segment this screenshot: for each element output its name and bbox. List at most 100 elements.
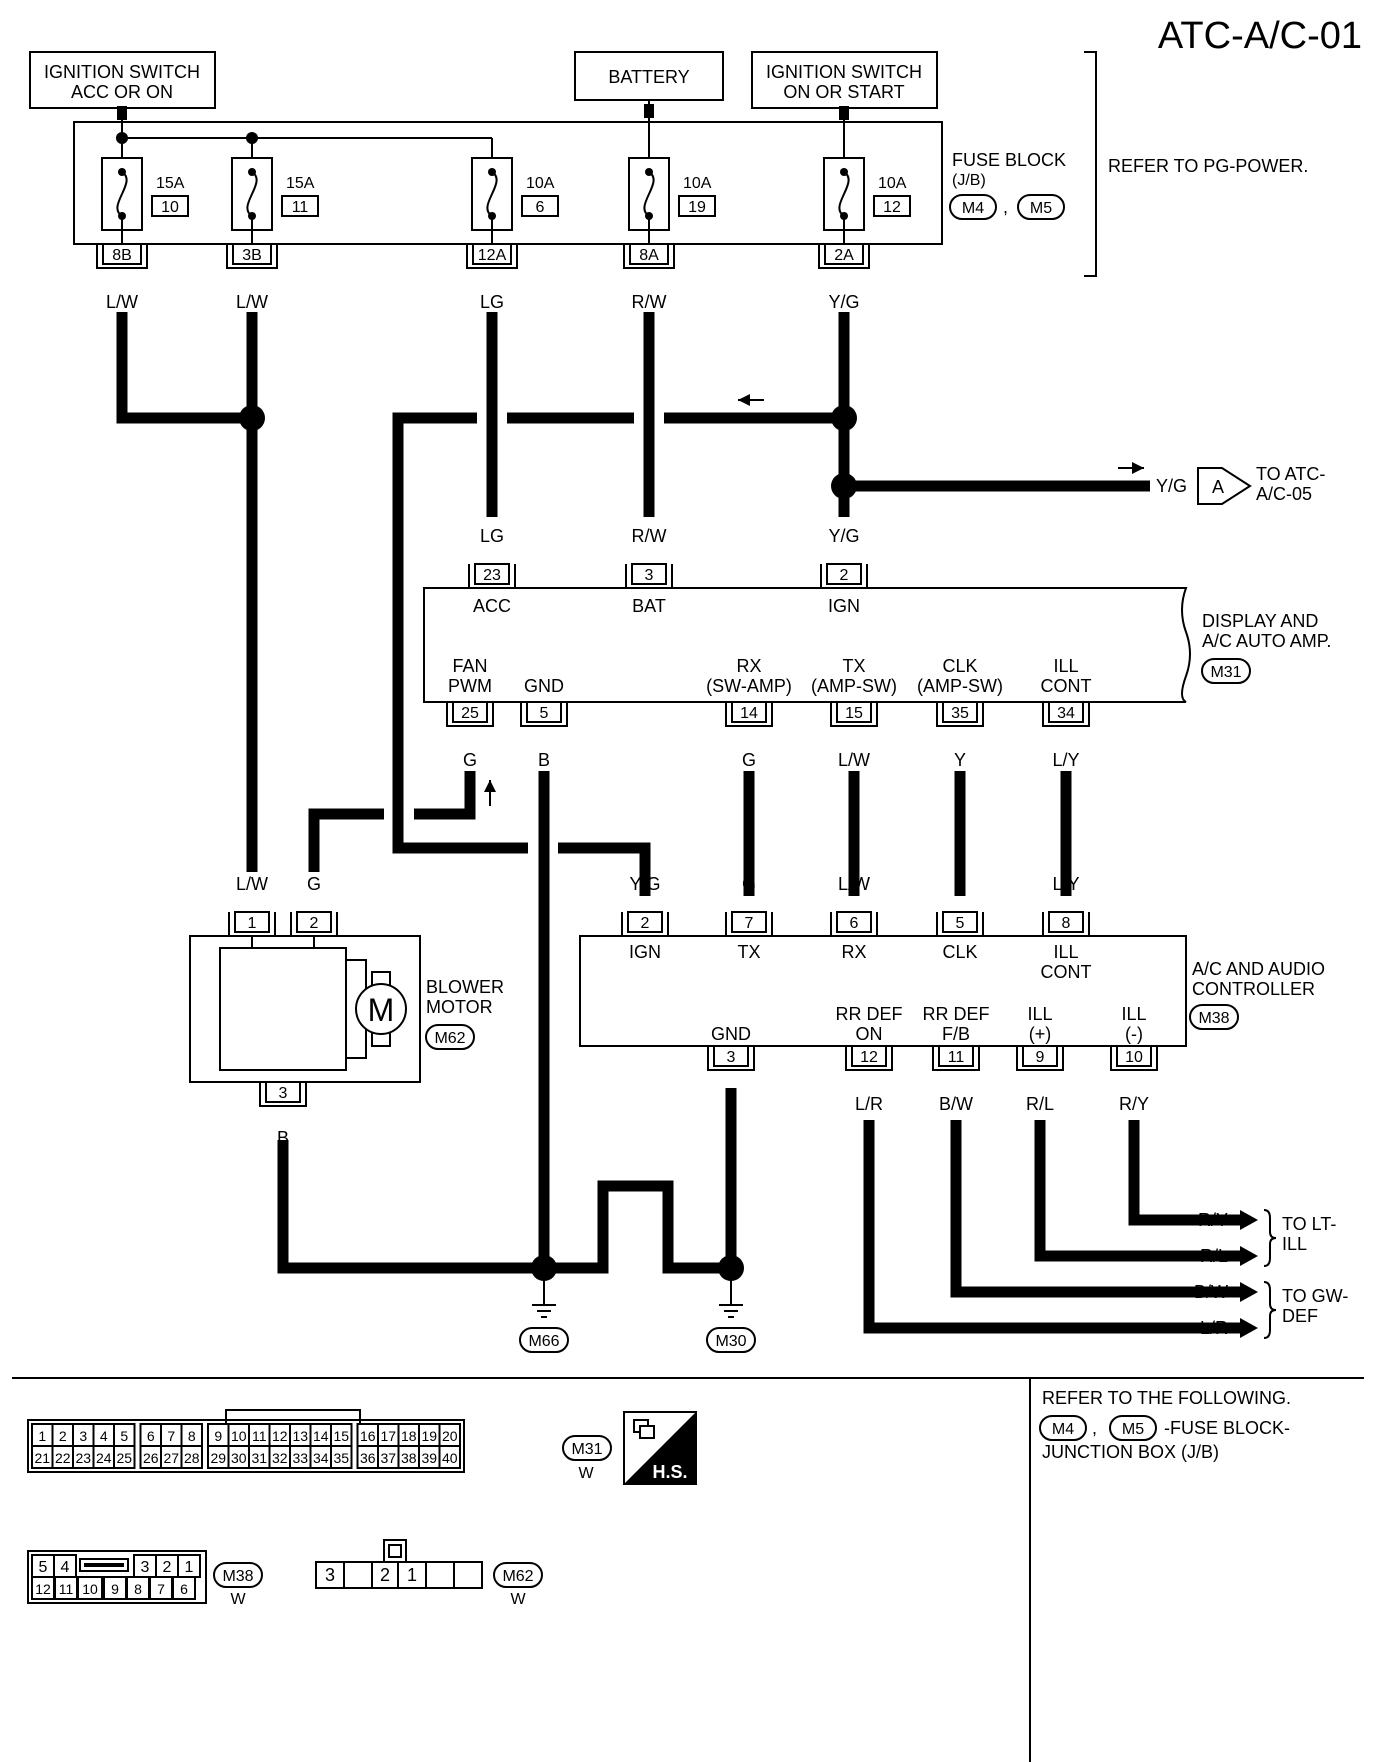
terminal-number: 14	[740, 705, 758, 722]
fuse-amp-label: 10A	[878, 175, 907, 192]
svg-text:IGNITION SWITCH: IGNITION SWITCH	[766, 62, 922, 82]
pin-number: 9	[111, 1581, 119, 1597]
svg-text:M4: M4	[962, 200, 984, 217]
wire-label: G	[742, 874, 756, 894]
wire-label: B/W	[939, 1094, 973, 1114]
terminal-ctrl-9: 9	[1016, 1045, 1064, 1071]
pin-number: 3	[141, 1559, 150, 1576]
svg-text:MOTOR: MOTOR	[426, 997, 493, 1017]
pin-name: ACC	[473, 596, 511, 616]
ground-m66: M66	[519, 1304, 569, 1353]
terminal-number: 15	[845, 705, 863, 722]
fuse-number: 12	[883, 199, 901, 216]
svg-text:M4: M4	[1052, 1421, 1074, 1438]
fuse-number: 11	[292, 199, 309, 216]
svg-text:TO ATC-: TO ATC-	[1256, 464, 1325, 484]
pin-number: 12	[272, 1428, 288, 1444]
output-connectors: R/Y R/L B/W L/R TO LT- ILL TO GW- DEF	[1194, 1209, 1348, 1339]
fuse-block-label: FUSE BLOCK (J/B) M4 , M5 REFER TO PG-POW…	[949, 51, 1308, 277]
wires	[116, 312, 1240, 1334]
ground-m30: M30	[706, 1304, 756, 1353]
svg-text:B: B	[277, 1206, 289, 1226]
wire-label: Y/G	[629, 874, 660, 894]
terminal-fb-8B: 8B	[96, 243, 148, 269]
svg-text:JUNCTION BOX (J/B): JUNCTION BOX (J/B)	[1042, 1442, 1219, 1462]
pin-number: 19	[421, 1428, 437, 1444]
terminal-number: 3	[279, 1085, 288, 1102]
svg-text:BATTERY: BATTERY	[608, 67, 689, 87]
svg-text:B: B	[725, 1206, 737, 1226]
svg-text:M31: M31	[571, 1441, 602, 1458]
ac-audio-controller: A/C AND AUDIO CONTROLLER M38	[579, 935, 1325, 1047]
pin-number: 32	[272, 1450, 288, 1466]
pin-name: ILL	[1121, 1004, 1146, 1024]
pin-number: 40	[442, 1450, 458, 1466]
pin-number: 29	[210, 1450, 226, 1466]
wire-label: LG	[480, 292, 504, 312]
terminal-amp-5: 5	[520, 701, 568, 727]
terminal-fb-3B: 3B	[226, 243, 278, 269]
pin-name: (SW-AMP)	[706, 676, 792, 696]
terminal-number: 8B	[112, 247, 132, 264]
terminal-number: 11	[948, 1049, 965, 1066]
pin-number: 10	[82, 1581, 98, 1597]
terminal-amp-3: 3	[625, 563, 673, 589]
svg-text:,: ,	[1092, 1418, 1097, 1438]
terminal-number: 3B	[242, 247, 262, 264]
svg-text:B: B	[662, 1206, 674, 1226]
svg-text:FUSE BLOCK: FUSE BLOCK	[952, 150, 1066, 170]
terminal-number: 3	[727, 1049, 736, 1066]
wire-label: G	[742, 750, 756, 770]
connector-m31-housing	[27, 1419, 465, 1473]
pin-name: IGN	[828, 596, 860, 616]
wire-label: R/W	[632, 292, 667, 312]
ground-wire-labels: B B B B B	[277, 1206, 737, 1226]
svg-text:Y/G: Y/G	[1156, 476, 1187, 496]
terminal-number: 10	[1125, 1049, 1143, 1066]
svg-text:B: B	[538, 1206, 550, 1226]
terminal-amp-25: 25	[446, 701, 494, 727]
svg-text:M31: M31	[1210, 664, 1241, 681]
pin-name: F/B	[942, 1024, 970, 1044]
pin-number: 1	[185, 1559, 194, 1576]
pin-name: CONT	[1041, 962, 1092, 982]
svg-text:A/C AUTO AMP.: A/C AUTO AMP.	[1202, 631, 1331, 651]
terminal-number: 23	[483, 567, 501, 584]
pin-number: 2	[380, 1565, 390, 1585]
terminal-number: 6	[850, 915, 859, 932]
pin-name: TX	[737, 942, 760, 962]
terminal-number: 8A	[639, 247, 659, 264]
pin-name: ON	[856, 1024, 883, 1044]
connector-m38-label: M38 W	[213, 1562, 263, 1608]
pin-number: 6	[147, 1428, 155, 1444]
wire-label: R/Y	[1119, 1094, 1149, 1114]
wire-label: Y/G	[828, 526, 859, 546]
svg-text:-FUSE BLOCK-: -FUSE BLOCK-	[1164, 1418, 1290, 1438]
svg-text:TO GW-: TO GW-	[1282, 1286, 1348, 1306]
pin-cell	[113, 1445, 136, 1469]
pin-number: 2	[59, 1428, 67, 1444]
svg-text:ILL: ILL	[1282, 1234, 1307, 1254]
controller-pins: Y/G2IGNG7TXL/W6RXY5CLKL/Y8ILLCONTGND3BRR…	[621, 874, 1158, 1114]
pin-name: BAT	[632, 596, 666, 616]
fuse-amp-label: 15A	[286, 175, 315, 192]
pin-number: 7	[167, 1428, 175, 1444]
pin-name: RR DEF	[923, 1004, 990, 1024]
wire-label: L/R	[855, 1094, 883, 1114]
pin-name: (AMP-SW)	[811, 676, 897, 696]
svg-text:R/L: R/L	[1200, 1246, 1228, 1266]
svg-text:ACC OR ON: ACC OR ON	[71, 82, 173, 102]
terminal-number: 12	[860, 1049, 878, 1066]
svg-text:M66: M66	[528, 1333, 559, 1350]
pin-name: RX	[841, 942, 866, 962]
wire-label: Y	[954, 750, 966, 770]
terminal-ctrl-2: 2	[621, 911, 669, 937]
terminal-ctrl-6: 6	[830, 911, 878, 937]
pin-number: 11	[252, 1428, 267, 1444]
hs-icon: H.S.	[623, 1411, 697, 1485]
terminal-amp-34: 34	[1042, 701, 1090, 727]
